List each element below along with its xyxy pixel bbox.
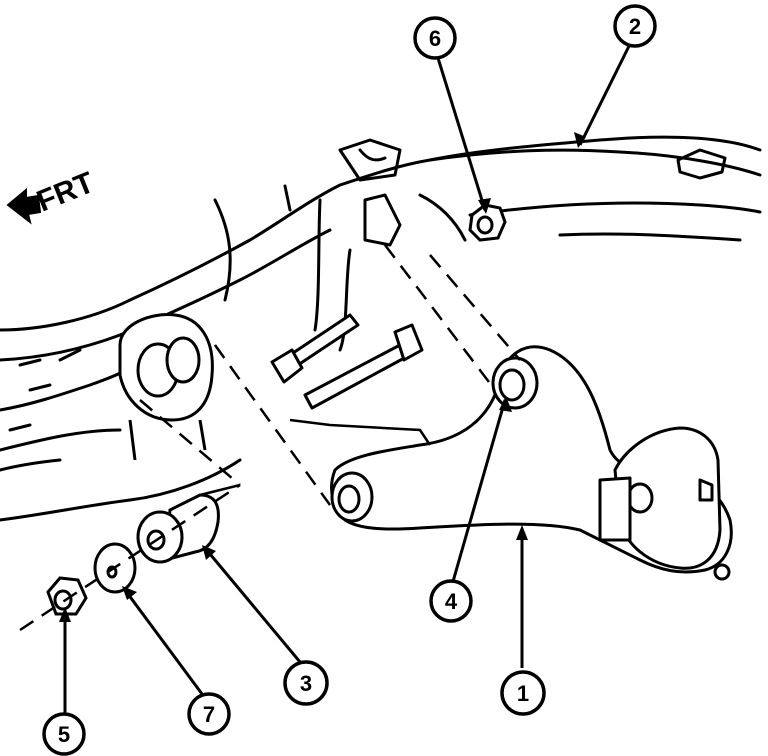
pivot-bolts (270, 313, 424, 410)
callout-label: 6 (429, 26, 441, 51)
callout-6: 6 (413, 16, 457, 60)
leader-3 (203, 547, 307, 669)
front-arrow-icon (6, 187, 42, 225)
frame-bushing-pocket (118, 313, 214, 461)
upper-nut (468, 203, 507, 242)
callout-4: 4 (429, 579, 473, 623)
assembly-lines-solid (199, 418, 432, 497)
callout-label: 5 (58, 722, 70, 747)
leader-7 (123, 589, 207, 699)
exploded-hardware (46, 493, 220, 616)
callout-label: 7 (203, 702, 215, 727)
callout-5: 5 (42, 712, 86, 756)
front-direction-indicator: FRT (6, 166, 99, 225)
leader-arrowheads (59, 132, 586, 622)
callout-label: 2 (629, 14, 641, 39)
callout-7: 7 (187, 692, 231, 736)
leader-2 (578, 39, 634, 146)
leader-6 (436, 57, 487, 211)
callout-3: 3 (283, 660, 329, 706)
leader-4 (450, 399, 507, 586)
front-label: FRT (32, 166, 98, 218)
callout-label: 1 (517, 681, 529, 706)
assembly-lines (19, 244, 521, 632)
callout-label: 3 (300, 671, 312, 696)
callout-2: 2 (613, 4, 657, 48)
callout-label: 4 (445, 589, 458, 614)
lower-control-arm (330, 345, 733, 581)
frame-crossmember (0, 135, 762, 522)
callout-1: 1 (500, 670, 546, 716)
leader-lines (63, 39, 634, 720)
